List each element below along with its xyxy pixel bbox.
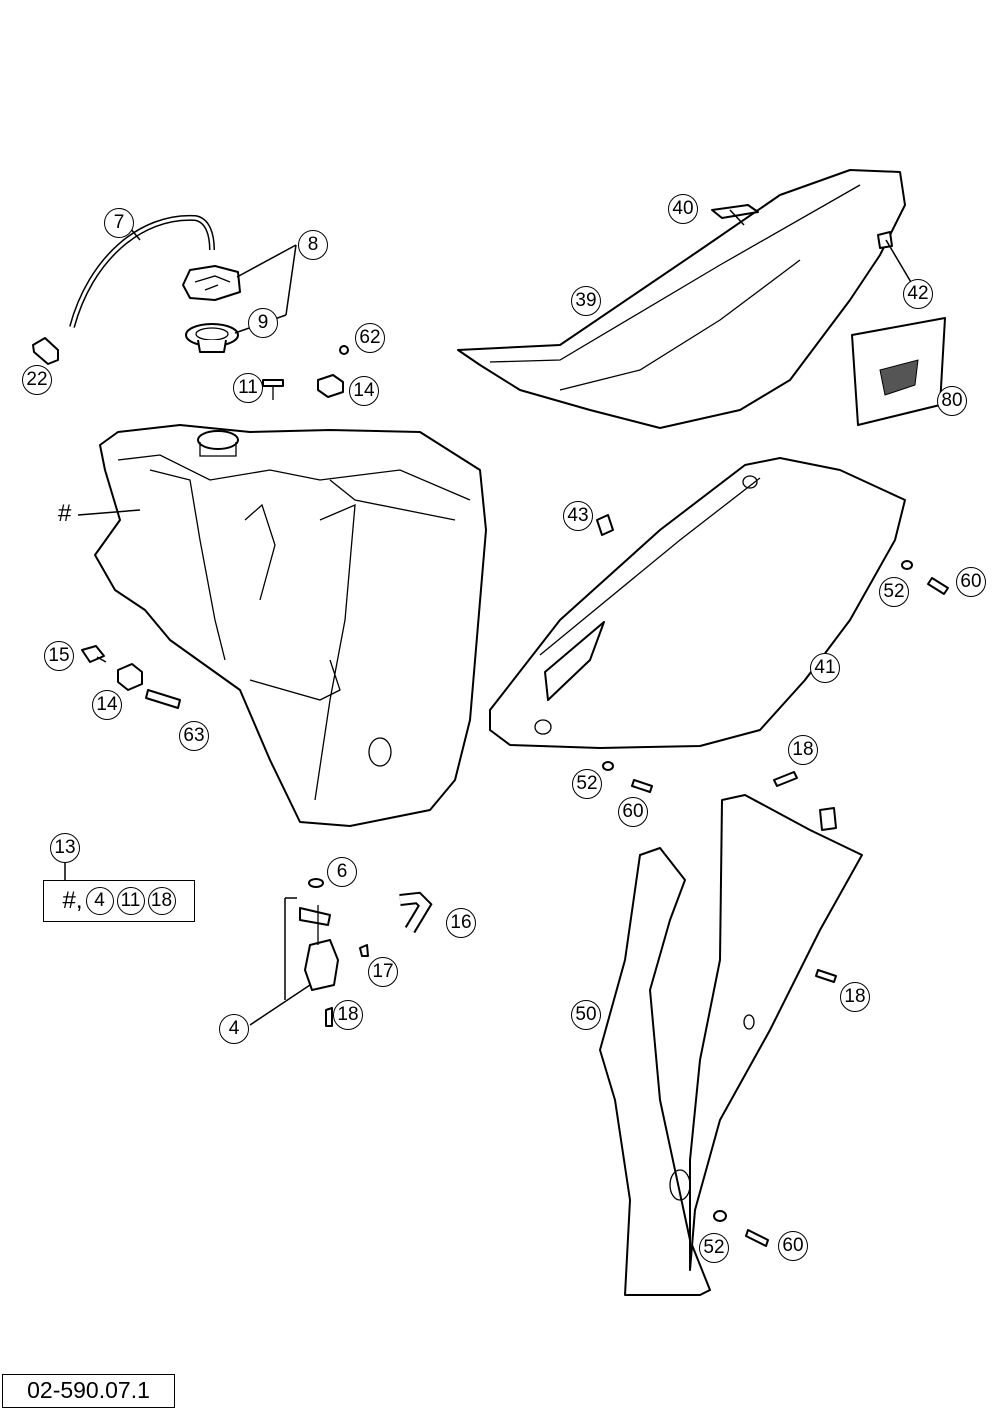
callout-17: 17 bbox=[368, 957, 398, 987]
callout-7: 7 bbox=[104, 208, 134, 238]
tank-hash-label: # bbox=[58, 500, 72, 527]
callout-18-lower: 18 bbox=[840, 982, 870, 1012]
screw-18-a bbox=[773, 771, 798, 787]
callout-22: 22 bbox=[22, 365, 52, 395]
rubber-bush-14 bbox=[317, 374, 344, 398]
callout-4: 4 bbox=[219, 1014, 249, 1044]
screw-11 bbox=[262, 379, 284, 400]
screw-60-b bbox=[631, 779, 653, 793]
callout-11: 11 bbox=[233, 373, 263, 403]
callout-40: 40 bbox=[668, 194, 698, 224]
seat bbox=[457, 169, 906, 429]
callout-14-upper: 14 bbox=[349, 376, 379, 406]
leader-lines bbox=[64, 209, 919, 1026]
seat-decal bbox=[851, 317, 946, 426]
callout-41: 41 bbox=[810, 653, 840, 683]
callout-52-upper: 52 bbox=[879, 577, 909, 607]
bolt-63 bbox=[145, 689, 181, 709]
kit-item-11: 11 bbox=[116, 887, 145, 915]
callout-63: 63 bbox=[179, 721, 209, 751]
callout-13: 13 bbox=[50, 833, 80, 863]
fuel-cap bbox=[182, 265, 241, 301]
callout-52-lower: 52 bbox=[699, 1233, 729, 1263]
callout-60-lower: 60 bbox=[778, 1231, 808, 1261]
callout-50: 50 bbox=[571, 1000, 601, 1030]
lower-side-panel bbox=[599, 794, 863, 1296]
callout-80: 80 bbox=[937, 386, 967, 416]
hose-clip-17 bbox=[359, 944, 369, 957]
vent-hose-inner bbox=[70, 216, 214, 328]
callout-9: 9 bbox=[248, 308, 278, 338]
callout-8: 8 bbox=[298, 230, 328, 260]
callout-43: 43 bbox=[563, 501, 593, 531]
callout-14-lower: 14 bbox=[92, 690, 122, 720]
callout-18-tap: 18 bbox=[333, 1000, 363, 1030]
fuel-hose-16 bbox=[399, 891, 433, 934]
callout-42: 42 bbox=[903, 279, 933, 309]
callout-6: 6 bbox=[327, 857, 357, 887]
hose-fitting bbox=[32, 337, 59, 365]
figure-id-label: 02-590.07.1 bbox=[2, 1374, 175, 1408]
callout-62: 62 bbox=[355, 323, 385, 353]
washer-52-b bbox=[602, 761, 614, 771]
side-panel bbox=[489, 457, 906, 749]
callout-39: 39 bbox=[571, 286, 601, 316]
cap-seal bbox=[185, 323, 239, 353]
kit-item-4: 4 bbox=[85, 887, 114, 915]
bush-14-lower bbox=[117, 663, 143, 691]
callout-16: 16 bbox=[446, 908, 476, 938]
callout-60-middle: 60 bbox=[618, 797, 648, 827]
o-ring-6 bbox=[308, 878, 324, 888]
screw-60-c bbox=[745, 1229, 769, 1247]
screw-18-b bbox=[325, 1007, 333, 1027]
callout-60-upper: 60 bbox=[956, 567, 986, 597]
kit-contents-box: #, 4 11 18 bbox=[43, 880, 195, 922]
callout-18-side: 18 bbox=[788, 735, 818, 765]
fuel-tap bbox=[299, 905, 339, 991]
callout-15: 15 bbox=[44, 641, 74, 671]
washer-52-a bbox=[901, 560, 913, 570]
screw-60-a bbox=[927, 577, 949, 595]
fuel-tank bbox=[94, 424, 487, 827]
screw-62 bbox=[339, 345, 349, 355]
kit-prefix: #, bbox=[62, 887, 83, 914]
screw-18-c bbox=[815, 969, 837, 983]
washer-52-c bbox=[713, 1210, 727, 1222]
kit-item-18: 18 bbox=[147, 887, 176, 915]
callout-52-middle: 52 bbox=[572, 769, 602, 799]
screw-15 bbox=[81, 645, 107, 663]
spacer-43 bbox=[596, 514, 614, 536]
